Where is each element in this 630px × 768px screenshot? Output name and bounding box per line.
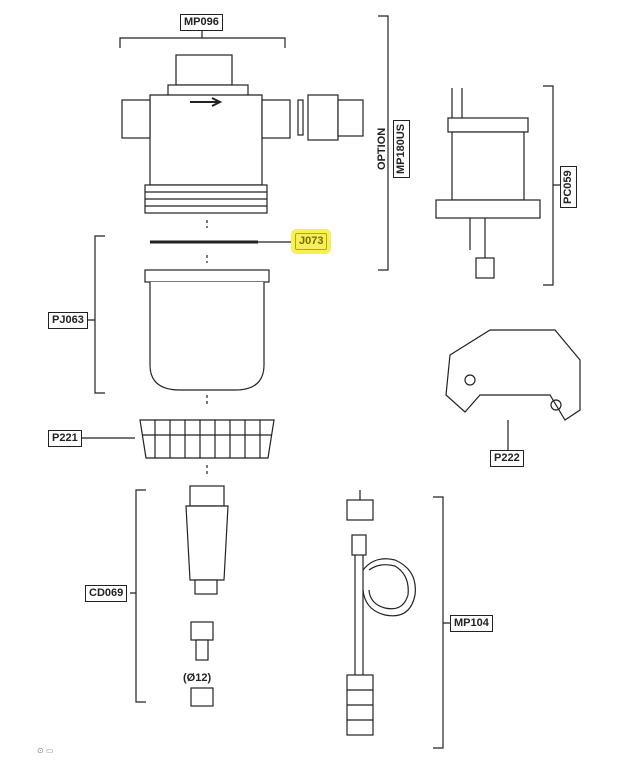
label-cd069[interactable]: CD069 — [85, 585, 128, 602]
label-mp180us[interactable]: MP180US — [393, 119, 410, 178]
label-option: OPTION — [376, 127, 388, 170]
page-icon[interactable]: ▭ — [45, 746, 54, 755]
filter-head-part — [121, 54, 291, 214]
label-mp096[interactable]: MP096 — [180, 14, 223, 31]
bracket-mp096 — [119, 30, 286, 48]
p222-part — [445, 329, 581, 421]
label-p222[interactable]: P222 — [490, 450, 524, 467]
cartridge-part — [185, 485, 229, 707]
label-pj063[interactable]: PJ063 — [48, 312, 88, 329]
label-diameter: (Ø12) — [183, 672, 212, 684]
label-pc059[interactable]: PC059 — [560, 166, 577, 208]
bracket-pj063 — [88, 235, 105, 394]
bracket-mp104 — [433, 496, 450, 749]
bracket-pc059 — [543, 85, 560, 286]
settings-icon[interactable]: ⊙ — [37, 746, 44, 755]
label-mp104[interactable]: MP104 — [450, 615, 493, 632]
bracket-cd069 — [130, 489, 146, 703]
bracket-option — [378, 15, 389, 271]
option-adapter-part — [297, 94, 364, 141]
label-j073[interactable]: J073 — [295, 233, 328, 250]
pc059-part — [435, 88, 541, 279]
footer-icons: ⊙ ▭ — [37, 746, 54, 755]
ring-nut-part — [139, 419, 275, 459]
mp104-part — [346, 490, 416, 736]
label-p221[interactable]: P221 — [48, 430, 82, 447]
bowl-part — [144, 269, 270, 391]
